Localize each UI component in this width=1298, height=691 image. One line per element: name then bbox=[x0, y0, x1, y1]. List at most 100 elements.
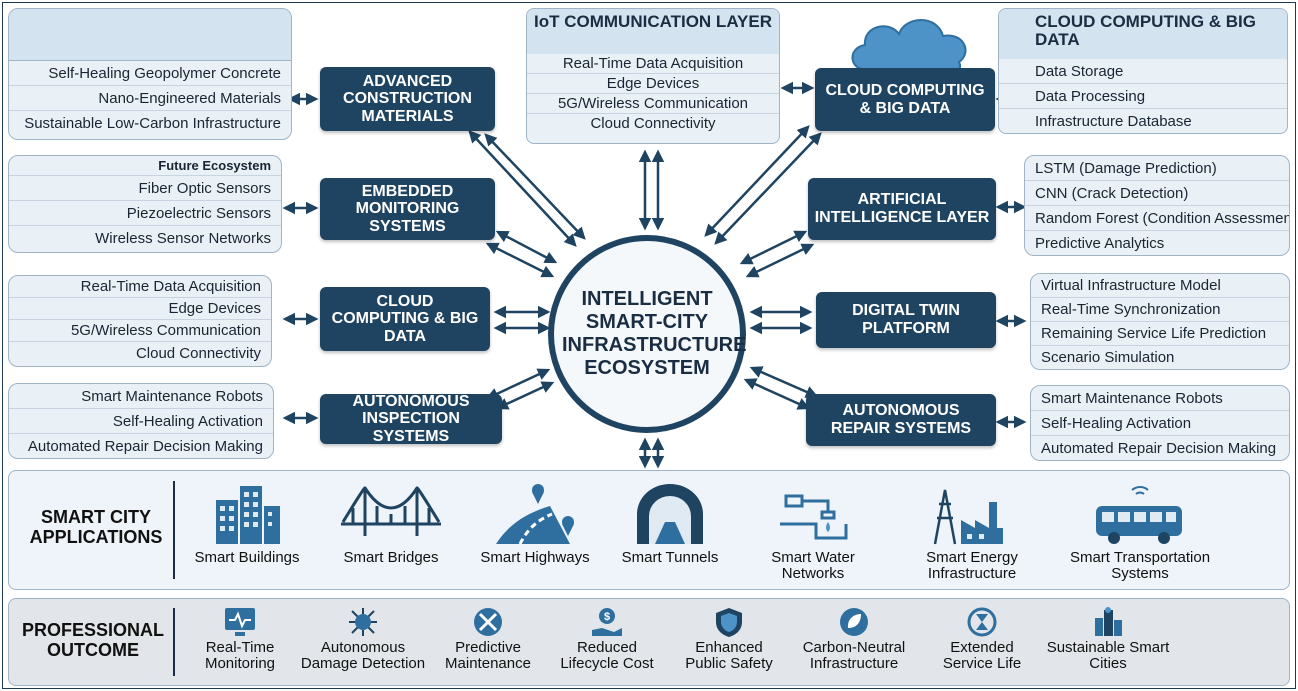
cloud-big-data-title: CLOUD COMPUTING & BIG DATA bbox=[999, 9, 1287, 59]
app-label: Smart Transportation Systems bbox=[1069, 549, 1211, 582]
iot-item: Real-Time Data Acquisition bbox=[527, 54, 779, 74]
right-panel-item: CNN (Crack Detection) bbox=[1025, 181, 1289, 206]
autonomous-inspection-systems-box: AUTONOMOUS INSPECTION SYSTEMS bbox=[320, 393, 502, 445]
iot-item: Edge Devices bbox=[527, 74, 779, 94]
applications-divider bbox=[173, 481, 175, 579]
left-panel-item: Automated Repair Decision Making bbox=[27, 438, 263, 455]
outcome-public-safety: Enhanced Public Safety bbox=[674, 606, 784, 672]
outcome-label: Extended Service Life bbox=[942, 639, 1022, 672]
app-smart-buildings: Smart Buildings bbox=[186, 482, 308, 566]
power-plant-icon bbox=[933, 489, 1003, 545]
left-panel-item: Nano-Engineered Materials bbox=[9, 86, 291, 111]
left-panel-item: Edge Devices bbox=[9, 298, 271, 320]
leaf-icon bbox=[840, 608, 868, 636]
app-smart-bridges: Smart Bridges bbox=[330, 482, 452, 566]
right-panel-item: Smart Maintenance Robots bbox=[1031, 386, 1289, 411]
right-panel-item: Real-Time Synchronization bbox=[1031, 298, 1289, 322]
outcome-lifecycle-cost: $ Reduced Lifecycle Cost bbox=[552, 606, 662, 672]
tunnel-icon bbox=[637, 484, 703, 544]
app-smart-highways: Smart Highways bbox=[470, 482, 600, 566]
app-smart-water: Smart Water Networks bbox=[758, 482, 868, 582]
money-hand-icon: $ bbox=[592, 608, 622, 636]
left-panel-materials: Self-Healing Geopolymer Concrete Nano-En… bbox=[8, 8, 292, 140]
left-panel-item: Smart Maintenance Robots bbox=[9, 384, 273, 409]
left-panel-item: Fiber Optic Sensors bbox=[9, 176, 281, 201]
left-panel-cloud: Real-Time Data Acquisition Edge Devices … bbox=[8, 275, 272, 367]
hub-title: INTELLIGENT SMART-CITY INFRASTRUCTURE EC… bbox=[562, 288, 747, 379]
left-panel-item: 5G/Wireless Communication bbox=[9, 320, 271, 342]
autonomous-repair-systems-box: AUTONOMOUS REPAIR SYSTEMS bbox=[806, 394, 996, 446]
app-smart-tunnels: Smart Tunnels bbox=[612, 482, 728, 566]
iot-item: Cloud Connectivity bbox=[590, 115, 716, 132]
outcome-band bbox=[8, 598, 1290, 686]
left-panel-item: Sustainable Low-Carbon Infrastructure bbox=[24, 115, 281, 132]
artificial-intelligence-layer-box: ARTIFICIAL INTELLIGENCE LAYER bbox=[808, 178, 996, 240]
outcome-label: Predictive Maintenance bbox=[445, 639, 531, 672]
app-label: Smart Water Networks bbox=[771, 549, 855, 582]
app-label: Smart Energy Infrastructure bbox=[926, 549, 1018, 582]
right-panel-item: Remaining Service Life Prediction bbox=[1031, 322, 1289, 346]
left-panel-item: Piezoelectric Sensors bbox=[9, 201, 281, 226]
tools-icon bbox=[474, 608, 502, 636]
left-panel-materials-header bbox=[9, 9, 291, 61]
right-panel-item: Predictive Analytics bbox=[1035, 235, 1165, 252]
outcome-label: Real-Time Monitoring bbox=[204, 639, 276, 672]
embedded-monitoring-systems-box: EMBEDDED MONITORING SYSTEMS bbox=[320, 178, 495, 240]
hourglass-icon bbox=[967, 607, 997, 637]
iot-communication-panel: IoT COMMUNICATION LAYER Real-Time Data A… bbox=[526, 8, 780, 144]
left-panel-item: Self-Healing Geopolymer Concrete bbox=[9, 61, 291, 86]
left-panel-item: Cloud Connectivity bbox=[135, 345, 261, 362]
app-label: Smart Tunnels bbox=[621, 549, 719, 566]
outcome-label: Carbon-Neutral Infrastructure bbox=[802, 639, 906, 672]
monitor-icon bbox=[225, 608, 255, 636]
iot-item: 5G/Wireless Communication bbox=[527, 94, 779, 114]
cloud-computing-right-box: CLOUD COMPUTING & BIG DATA bbox=[815, 68, 995, 131]
right-panel-ai: LSTM (Damage Prediction) CNN (Crack Dete… bbox=[1024, 155, 1290, 256]
cloud-icon bbox=[851, 19, 967, 72]
left-panel-item: Self-Healing Activation bbox=[9, 409, 273, 434]
outcome-divider bbox=[173, 608, 175, 676]
right-panel-item: Self-Healing Activation bbox=[1031, 411, 1289, 436]
right-panel-item: Scenario Simulation bbox=[1041, 349, 1175, 366]
left-panel-item: Wireless Sensor Networks bbox=[95, 230, 271, 247]
right-panel-item: Virtual Infrastructure Model bbox=[1031, 274, 1289, 298]
outcome-predictive-maintenance: Predictive Maintenance bbox=[438, 606, 538, 672]
outcome-sustainable-cities: Sustainable Smart Cities bbox=[1046, 606, 1170, 672]
cloud-item: Data Storage bbox=[999, 59, 1287, 84]
app-smart-energy: Smart Energy Infrastructure bbox=[908, 482, 1036, 582]
right-panel-repair: Smart Maintenance Robots Self-Healing Ac… bbox=[1030, 385, 1290, 461]
outcome-label: Sustainable Smart Cities bbox=[1046, 639, 1170, 672]
bus-icon bbox=[1096, 486, 1182, 544]
outcome-label: Autonomous Damage Detection bbox=[300, 639, 426, 672]
app-label: Smart Bridges bbox=[343, 549, 439, 566]
applications-title: SMART CITY APPLICATIONS bbox=[29, 507, 163, 547]
left-panel-monitoring: Future Ecosystem Fiber Optic Sensors Pie… bbox=[8, 155, 282, 253]
outcome-label: Enhanced Public Safety bbox=[685, 639, 773, 672]
left-panel-inspection: Smart Maintenance Robots Self-Healing Ac… bbox=[8, 383, 274, 459]
right-panel-item: LSTM (Damage Prediction) bbox=[1025, 156, 1289, 181]
app-label: Smart Highways bbox=[480, 549, 590, 566]
cloud-computing-left-box: CLOUD COMPUTING & BIG DATA bbox=[320, 287, 490, 351]
svg-text:$: $ bbox=[604, 611, 610, 623]
outcome-carbon-neutral: Carbon-Neutral Infrastructure bbox=[792, 606, 916, 672]
app-label: Smart Buildings bbox=[194, 549, 300, 566]
right-panel-item: Random Forest (Condition Assessment) bbox=[1025, 206, 1289, 231]
outcome-title: PROFESSIONAL OUTCOME bbox=[21, 620, 164, 660]
digital-twin-platform-box: DIGITAL TWIN PLATFORM bbox=[816, 292, 996, 348]
virus-icon bbox=[349, 608, 377, 636]
outcome-real-time-monitoring: Real-Time Monitoring bbox=[186, 606, 294, 672]
central-hub: INTELLIGENT SMART-CITY INFRASTRUCTURE EC… bbox=[548, 235, 746, 433]
advanced-construction-materials-box: ADVANCED CONSTRUCTION MATERIALS bbox=[320, 67, 495, 131]
water-tap-icon bbox=[780, 494, 848, 540]
right-panel-digital-twin: Virtual Infrastructure Model Real-Time S… bbox=[1030, 273, 1290, 370]
app-smart-transportation: Smart Transportation Systems bbox=[1060, 482, 1220, 582]
shield-icon bbox=[716, 608, 742, 637]
green-city-icon bbox=[1095, 607, 1122, 636]
outcome-damage-detection: Autonomous Damage Detection bbox=[296, 606, 430, 672]
iot-communication-title: IoT COMMUNICATION LAYER bbox=[527, 9, 779, 54]
outcome-label: Reduced Lifecycle Cost bbox=[560, 639, 654, 672]
cloud-item: Infrastructure Database bbox=[1035, 113, 1192, 130]
cloud-big-data-panel: CLOUD COMPUTING & BIG DATA Data Storage … bbox=[998, 8, 1288, 134]
buildings-icon bbox=[216, 486, 280, 544]
